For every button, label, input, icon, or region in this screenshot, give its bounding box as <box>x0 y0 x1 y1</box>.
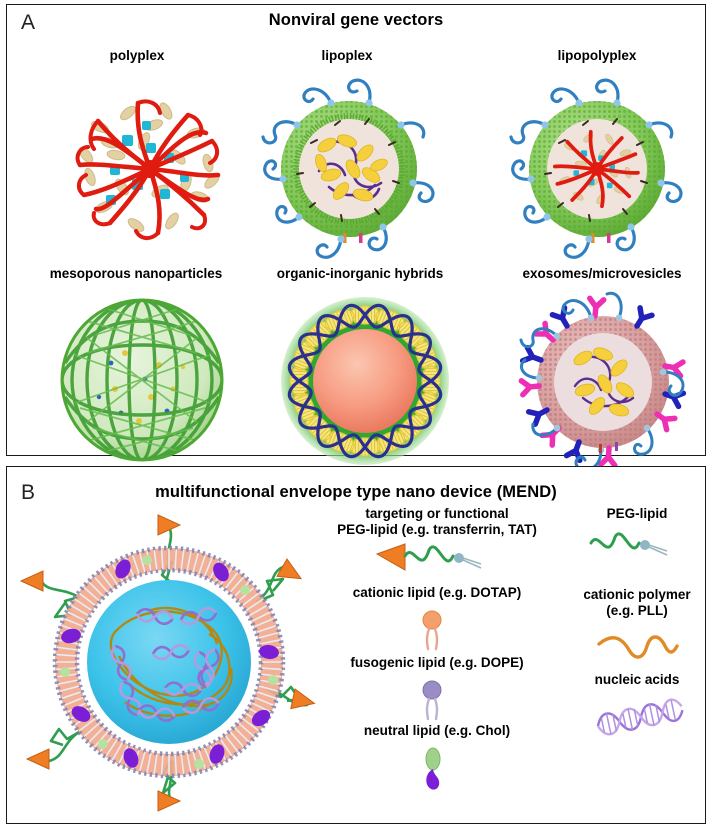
fusogenic-lipid-icon <box>412 679 452 723</box>
legend-line-1: targeting or functional <box>365 506 509 521</box>
exosome-microvesicle-illustration <box>513 291 693 472</box>
legend-fusogenic-lipid-label: fusogenic lipid (e.g. DOPE) <box>350 655 524 670</box>
legend-line-1: cationic polymer <box>583 587 691 602</box>
legend-line-2: (e.g. PLL) <box>606 602 668 618</box>
targeting-peg-lipid-icon <box>375 542 505 582</box>
peg-lipid-icon <box>585 529 695 569</box>
cell-label-organic-inorganic-hybrids: organic-inorganic hybrids <box>276 266 444 281</box>
cationic-lipid-icon <box>412 609 452 653</box>
mend-particle-illustration <box>19 509 319 814</box>
cell-label-polyplex: polyplex <box>109 48 165 63</box>
mesoporous-nanoparticle-illustration <box>55 293 230 468</box>
panel-a: A Nonviral gene vectors polyplex lipople… <box>6 4 706 472</box>
cell-label-lipoplex: lipoplex <box>321 48 373 63</box>
legend-targeting-peg-lipid-label: targeting or functional PEG-lipid (e.g. … <box>307 506 567 538</box>
cell-label-exosomes-microvesicles: exosomes/microvesicles <box>522 266 682 281</box>
lipopolyplex-illustration <box>507 78 687 259</box>
legend-line-2: PEG-lipid (e.g. transferrin, TAT) <box>337 521 537 537</box>
legend-cationic-lipid-label: cationic lipid (e.g. DOTAP) <box>352 585 522 600</box>
legend-neutral-lipid-label: neutral lipid (e.g. Chol) <box>363 723 511 738</box>
panel-b-letter: B <box>21 481 36 504</box>
panel-a-title: Nonviral gene vectors <box>268 11 444 29</box>
cationic-polymer-icon <box>595 632 685 666</box>
legend-peg-lipid-label: PEG-lipid <box>606 506 668 521</box>
nucleic-acids-icon <box>591 697 691 737</box>
organic-inorganic-hybrid-illustration <box>279 295 451 467</box>
polyplex-illustration <box>65 83 235 258</box>
panel-b-title: multifunctional envelope type nano devic… <box>155 483 557 501</box>
neutral-lipid-icon <box>415 747 451 793</box>
panel-b: B multifunctional envelope type nano dev… <box>6 466 706 824</box>
cell-label-mesoporous-nanoparticles: mesoporous nanoparticles <box>49 266 223 281</box>
lipoplex-illustration <box>259 78 439 259</box>
panel-a-letter: A <box>21 11 36 34</box>
cell-label-lipopolyplex: lipopolyplex <box>557 48 637 63</box>
legend-cationic-polymer-label: cationic polymer (e.g. PLL) <box>567 587 707 619</box>
legend-nucleic-acids-label: nucleic acids <box>594 672 680 687</box>
